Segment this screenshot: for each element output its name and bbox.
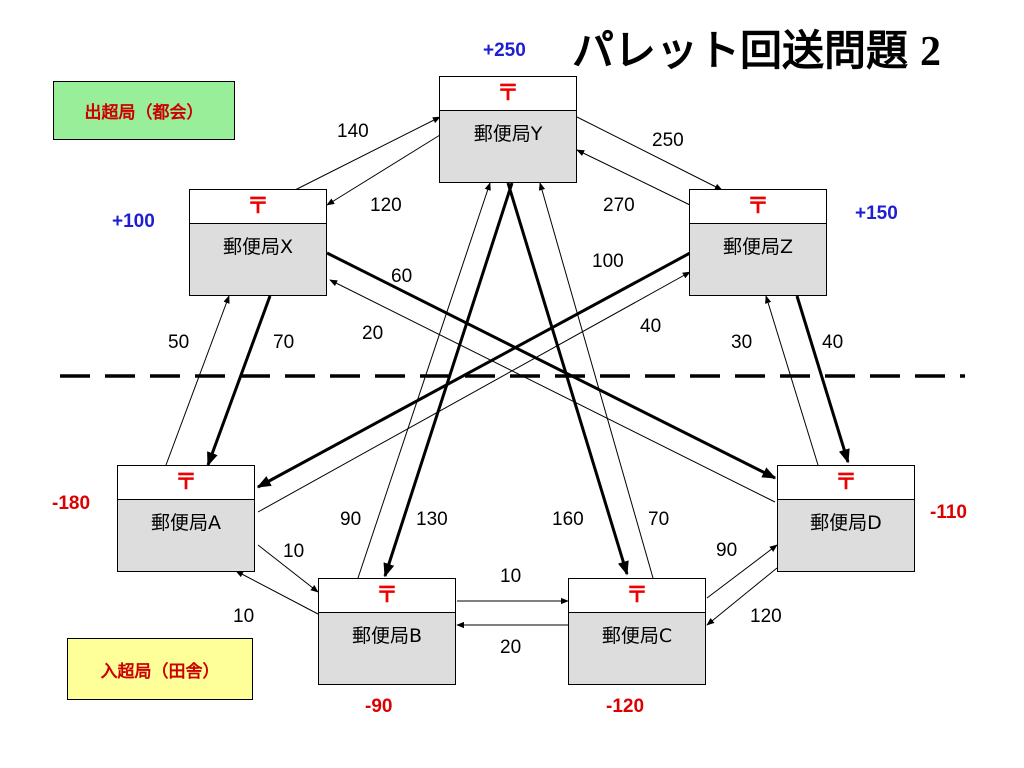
arrow-y-to-z <box>576 116 723 191</box>
balance-c: -120 <box>606 696 645 717</box>
balance-a: -180 <box>52 493 91 514</box>
flow-label: 140 <box>337 121 369 142</box>
balance-d: -110 <box>930 502 967 523</box>
flow-label: 130 <box>416 509 448 530</box>
post-mark-icon: 〒 <box>190 190 326 224</box>
arrow-d-to-c <box>706 567 778 626</box>
post-mark-icon: 〒 <box>118 466 254 500</box>
flow-label: 10 <box>283 541 305 562</box>
station-name: 郵便局Y <box>473 123 543 145</box>
arrow-a-to-b <box>257 544 319 593</box>
flow-label: 40 <box>640 316 662 337</box>
station-name: 郵便局A <box>151 512 221 534</box>
post-mark-icon: 〒 <box>440 77 576 111</box>
arrow-y-to-c <box>506 182 629 576</box>
flow-label: 120 <box>750 606 782 627</box>
flow-label: 120 <box>370 195 402 216</box>
flow-label: 40 <box>822 332 844 353</box>
arrow-c-to-y <box>538 182 654 579</box>
flow-label: 20 <box>500 637 522 658</box>
station-z: 〒 郵便局Z <box>689 189 827 296</box>
flow-label: 90 <box>340 509 362 530</box>
balance-z: +150 <box>855 203 898 224</box>
flow-label: 30 <box>731 332 753 353</box>
legend-demand-box: 入超局（田舎） <box>67 638 253 700</box>
post-mark-icon: 〒 <box>319 579 455 613</box>
flow-label: 100 <box>592 251 624 272</box>
post-mark-icon: 〒 <box>569 579 705 613</box>
balance-x: +100 <box>112 211 155 232</box>
station-c: 〒 郵便局C <box>568 578 706 685</box>
flow-label: 70 <box>273 332 295 353</box>
flow-label: 160 <box>552 509 584 530</box>
arrow-a-to-z <box>257 271 691 513</box>
arrow-c-to-d <box>706 544 778 599</box>
flow-label: 60 <box>391 266 413 287</box>
arrow-a-to-x <box>165 295 230 466</box>
title-text: パレット回送問題 <box>572 26 909 75</box>
station-d: 〒 郵便局D <box>777 465 915 572</box>
arrow-b-to-y <box>357 182 491 579</box>
flow-label: 270 <box>603 195 635 216</box>
balance-b: -90 <box>365 696 393 717</box>
station-y: 〒 郵便局Y <box>439 76 577 183</box>
arrow-x-to-y <box>294 116 441 191</box>
station-a: 〒 郵便局A <box>117 465 255 572</box>
legend-supply-box: 出超局（都会） <box>53 81 235 140</box>
arrow-d-to-z <box>765 295 819 466</box>
station-name: 郵便局C <box>601 625 673 647</box>
arrow-y-to-x <box>326 134 441 206</box>
flow-label: 90 <box>716 540 738 561</box>
post-mark-icon: 〒 <box>690 190 826 224</box>
arrow-x-to-a <box>206 295 272 467</box>
flow-label: 20 <box>362 323 384 344</box>
flow-label: 70 <box>648 509 670 530</box>
title-number: 2 <box>920 29 942 75</box>
station-x: 〒 郵便局X <box>189 189 327 296</box>
arrow-x-to-d <box>326 251 777 480</box>
arrow-y-to-b <box>383 182 514 578</box>
station-name: 郵便局D <box>810 512 882 534</box>
flow-label: 10 <box>500 566 522 587</box>
flow-label: 50 <box>168 332 190 353</box>
arrow-d-to-x <box>329 279 776 503</box>
station-name: 郵便局Z <box>722 236 794 258</box>
flow-label: 10 <box>233 606 255 627</box>
station-name: 郵便局X <box>222 236 294 258</box>
post-mark-icon: 〒 <box>778 466 914 500</box>
arrow-z-to-a <box>256 251 691 489</box>
balance-y: +250 <box>483 40 526 61</box>
arrow-b-to-a <box>235 570 319 615</box>
station-b: 〒 郵便局B <box>318 578 456 685</box>
flow-label: 250 <box>652 130 684 151</box>
arrow-z-to-y <box>576 149 691 206</box>
station-name: 郵便局B <box>351 625 423 647</box>
arrow-z-to-d <box>795 295 850 464</box>
